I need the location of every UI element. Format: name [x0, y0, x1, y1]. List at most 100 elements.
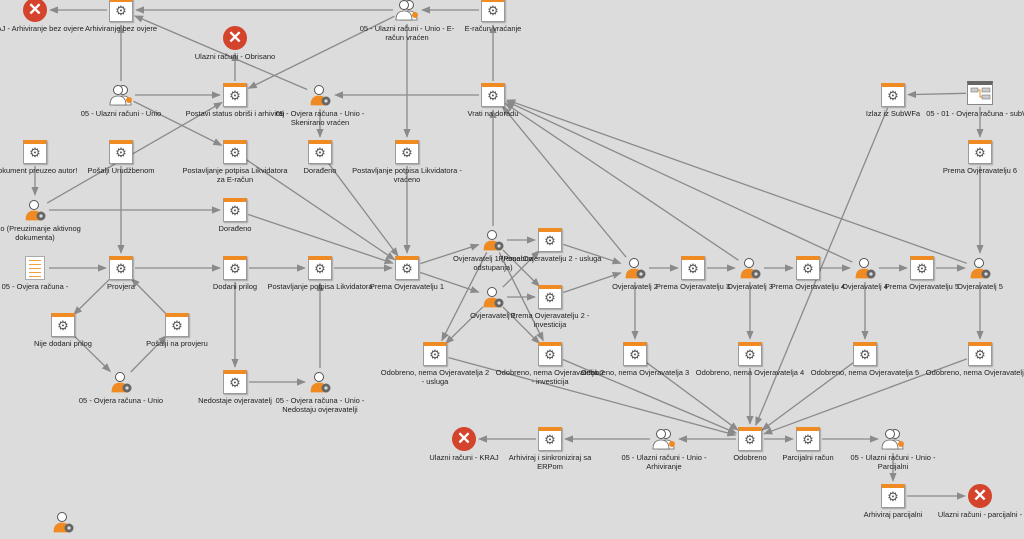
node-label: Ovjeravatelj 3: [727, 282, 773, 291]
gear-task-icon[interactable]: ⚙: [538, 285, 562, 309]
end-x-icon[interactable]: ✕: [23, 0, 47, 22]
gear-task-icon[interactable]: ⚙: [308, 140, 332, 164]
edge-n37-n21: [130, 278, 168, 316]
edge-n33-n9: [505, 100, 853, 263]
node-label: Dodani prilog: [212, 282, 258, 291]
node-label: Prema Ovjeravatelju 2 - usluga: [498, 254, 602, 263]
node-label: Odobreno, nema Ovjeravatelja 2 - investi…: [495, 368, 605, 386]
edge-n6-n14: [133, 100, 223, 146]
node-label: Prema Ovjeravatelju 1: [369, 282, 445, 291]
subworkflow-icon[interactable]: [967, 81, 993, 105]
edge-n26-n29: [563, 243, 622, 265]
edge-n10-n50: [755, 107, 889, 426]
end-x-icon[interactable]: ✕: [452, 427, 476, 451]
node-label: 05 - Ovjera računa - Unio - Nedostaju ov…: [275, 396, 365, 414]
gear-task-icon[interactable]: ⚙: [395, 140, 419, 164]
node-label: Ovjeravatelj 1: [470, 311, 516, 320]
node-label: Izlaz iz SubWFa: [865, 109, 921, 118]
gear-task-icon[interactable]: ⚙: [223, 256, 247, 280]
edge-n19-n24: [248, 213, 394, 265]
gear-task-icon[interactable]: ⚙: [681, 256, 705, 280]
edge-n24-n25: [420, 243, 480, 265]
node-label: Parcijalni račun: [782, 453, 834, 462]
gear-task-icon[interactable]: ⚙: [223, 140, 247, 164]
gear-task-icon[interactable]: ⚙: [223, 83, 247, 107]
end-x-icon[interactable]: ✕: [223, 26, 247, 50]
gear-task-icon[interactable]: ⚙: [623, 342, 647, 366]
gear-task-icon[interactable]: ⚙: [968, 140, 992, 164]
node-label: Odobreno: [733, 453, 767, 462]
gear-task-icon[interactable]: ⚙: [165, 313, 189, 337]
node-label: Odobreno, nema Ovjeravatelja 4: [695, 368, 805, 377]
gear-task-icon[interactable]: ⚙: [738, 342, 762, 366]
end-x-icon[interactable]: ✕: [968, 484, 992, 508]
gear-task-icon[interactable]: ⚙: [538, 228, 562, 252]
node-label: 05 - Ovjera računa -: [1, 282, 69, 291]
gear-task-icon[interactable]: ⚙: [881, 484, 905, 508]
user-group-icon[interactable]: [652, 427, 676, 451]
gear-task-icon[interactable]: ⚙: [109, 256, 133, 280]
gear-task-icon[interactable]: ⚙: [423, 342, 447, 366]
gear-task-icon[interactable]: ⚙: [223, 198, 247, 222]
gear-task-icon[interactable]: ⚙: [853, 342, 877, 366]
user-group-icon[interactable]: [109, 83, 133, 107]
gear-task-icon[interactable]: ⚙: [538, 342, 562, 366]
edge-n39-n50: [562, 358, 738, 434]
user-icon[interactable]: [853, 256, 877, 280]
gear-task-icon[interactable]: ⚙: [395, 256, 419, 280]
node-label: Dorađeno: [303, 166, 337, 175]
node-label: Unio (Preuzimanje aktivnog dokumenta): [0, 224, 81, 242]
gear-task-icon[interactable]: ⚙: [223, 370, 247, 394]
edge-n40-n50: [645, 361, 739, 431]
node-label: Prema Ovjeravatelju 2 - investicija: [510, 311, 590, 329]
edge-n11-n10: [907, 90, 967, 99]
node-label: Postavljanje potpisa Likvidatora za E-ra…: [182, 166, 288, 184]
edge-n18-n7: [46, 101, 223, 204]
user-group-icon[interactable]: [881, 427, 905, 451]
user-icon[interactable]: [23, 198, 47, 222]
node-label: Ovjeravatelj 2: [612, 282, 658, 291]
user-icon[interactable]: [738, 256, 762, 280]
user-icon[interactable]: [623, 256, 647, 280]
node-label: Dorađeno: [218, 224, 252, 233]
edge-n31-n9: [504, 102, 739, 261]
user-icon[interactable]: [109, 370, 133, 394]
gear-task-icon[interactable]: ⚙: [51, 313, 75, 337]
edge-n28-n29: [563, 272, 622, 294]
gear-task-icon[interactable]: ⚙: [308, 256, 332, 280]
gear-task-icon[interactable]: ⚙: [968, 342, 992, 366]
document-icon[interactable]: [25, 256, 45, 280]
user-icon[interactable]: [481, 285, 505, 309]
edge-n27-n38: [445, 306, 484, 345]
user-icon[interactable]: [308, 83, 332, 107]
node-label: Odobreno, nema Ovjeravatelja 5: [810, 368, 920, 377]
node-label: Odobreno, nema Ovjeravatelja 2 - usluga: [380, 368, 490, 386]
gear-task-icon[interactable]: ⚙: [881, 83, 905, 107]
gear-task-icon[interactable]: ⚙: [109, 0, 133, 22]
gear-task-icon[interactable]: ⚙: [481, 83, 505, 107]
node-label: Ovjeravatelj 5: [957, 282, 1003, 291]
user-icon[interactable]: [51, 510, 75, 534]
node-label: 05 - Ovjera računa - Unio: [78, 396, 164, 405]
user-icon[interactable]: [481, 228, 505, 252]
gear-task-icon[interactable]: ⚙: [796, 256, 820, 280]
node-label: 05 - 01 - Ovjera računa - subWF: [926, 109, 1024, 118]
edge-n36-n44: [72, 334, 111, 373]
user-group-icon[interactable]: [395, 0, 419, 22]
user-icon[interactable]: [968, 256, 992, 280]
gear-task-icon[interactable]: ⚙: [738, 427, 762, 451]
edge-n15-n24: [327, 162, 399, 257]
edge-n4-n7: [247, 15, 395, 89]
user-icon[interactable]: [308, 370, 332, 394]
gear-task-icon[interactable]: ⚙: [538, 427, 562, 451]
node-label: E-račun vraćanje: [464, 24, 522, 33]
gear-task-icon[interactable]: ⚙: [109, 140, 133, 164]
gear-task-icon[interactable]: ⚙: [23, 140, 47, 164]
edge-n27-n39: [502, 306, 541, 345]
edge-n43-n50: [763, 358, 968, 435]
node-label: Vrati na doradu: [467, 109, 519, 118]
node-label: 05 - Ulazni računi - Unio - E-račun vrać…: [359, 24, 455, 42]
gear-task-icon[interactable]: ⚙: [481, 0, 505, 22]
gear-task-icon[interactable]: ⚙: [796, 427, 820, 451]
gear-task-icon[interactable]: ⚙: [910, 256, 934, 280]
